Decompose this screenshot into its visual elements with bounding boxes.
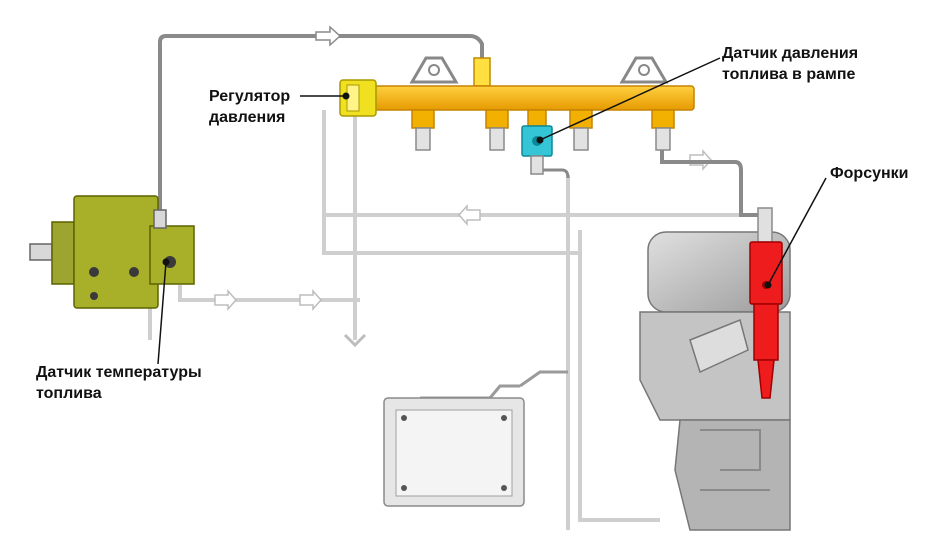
injector: [749, 207, 783, 399]
leader-lines: [157, 57, 827, 365]
label-pressure-regulator: Регулятор давления: [209, 86, 290, 128]
label-line: Регулятор: [209, 88, 291, 105]
label-line: давления: [209, 109, 286, 126]
label-line: топлива в рампе: [722, 66, 856, 83]
supply-arrows: [315, 25, 342, 47]
rail-pressure-sensor: [521, 109, 570, 179]
label-line: Форсунки: [830, 165, 909, 182]
label-line: Датчик температуры: [36, 364, 202, 381]
ecu: [383, 370, 568, 507]
label-line: топлива: [36, 385, 102, 402]
label-fuel-temperature-sensor: Датчик температуры топлива: [36, 362, 202, 404]
pressure-regulator: [339, 79, 377, 117]
label-line: Датчик давления: [722, 45, 859, 62]
label-injectors: Форсунки: [830, 163, 909, 184]
leader-dots: [162, 92, 772, 289]
label-rail-pressure-sensor: Датчик давления топлива в рампе: [722, 43, 858, 85]
high-pressure-pump: [29, 195, 195, 309]
return-arrows: [214, 149, 713, 311]
